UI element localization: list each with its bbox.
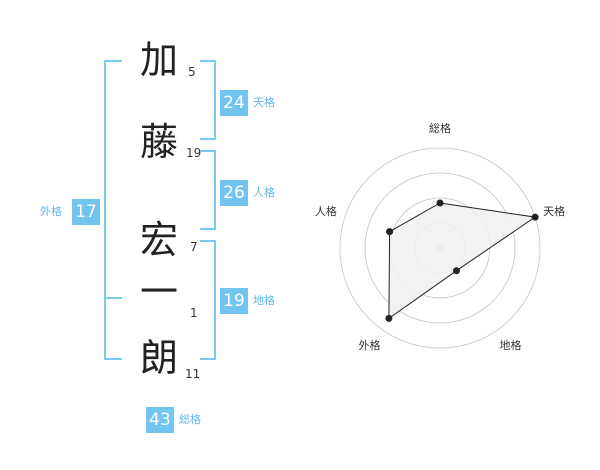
jinkaku-value: 26 bbox=[220, 180, 248, 206]
name-breakdown: 加 5 藤 19 宏 7 一 1 朗 11 24 天格 26 人格 19 地格 … bbox=[40, 38, 275, 433]
radar-axis-label-5: 人格 bbox=[315, 204, 337, 218]
name-char-1: 加 bbox=[140, 38, 179, 82]
radar-ring-4 bbox=[339, 147, 541, 349]
radar-ring-3 bbox=[364, 172, 516, 324]
gaikaku-label: 外格 bbox=[40, 205, 62, 218]
name-char-3: 宏 bbox=[140, 218, 179, 262]
stroke-count-4: 1 bbox=[190, 306, 198, 320]
stroke-count-1: 5 bbox=[188, 65, 196, 79]
radar-axis-label-2: 天格 bbox=[543, 204, 565, 218]
radar-points bbox=[385, 199, 539, 322]
tenkaku-label: 天格 bbox=[253, 96, 275, 109]
radar-axis-label-4: 外格 bbox=[359, 338, 381, 352]
tenkaku-value: 24 bbox=[220, 90, 248, 116]
gaikaku-bracket-split bbox=[104, 297, 122, 299]
gaikaku-value: 17 bbox=[72, 199, 100, 225]
radar-point-2 bbox=[531, 213, 539, 221]
radar-point-4 bbox=[385, 314, 393, 322]
radar-area bbox=[388, 202, 537, 320]
gaikaku-bracket bbox=[104, 60, 122, 360]
soukaku-value: 43 bbox=[146, 407, 174, 433]
chikaku-label: 地格 bbox=[253, 294, 275, 307]
radar-point-5 bbox=[386, 228, 394, 236]
soukaku-label: 総格 bbox=[179, 413, 201, 426]
tenkaku-bracket bbox=[200, 60, 216, 140]
radar-point-1 bbox=[436, 199, 444, 207]
chikaku-bracket bbox=[200, 240, 216, 360]
stroke-count-2: 19 bbox=[186, 146, 202, 160]
name-char-4: 一 bbox=[140, 270, 179, 314]
jinkaku-label: 人格 bbox=[253, 186, 275, 199]
stroke-count-5: 11 bbox=[185, 367, 201, 381]
jinkaku-bracket bbox=[200, 150, 216, 230]
name-char-5: 朗 bbox=[140, 336, 179, 380]
chikaku-value: 19 bbox=[220, 288, 248, 314]
radar-point-3 bbox=[453, 267, 460, 275]
radar-axis-label-1: 総格 bbox=[429, 121, 451, 135]
name-char-2: 藤 bbox=[140, 120, 179, 164]
radar-axis-label-3: 地格 bbox=[500, 338, 522, 352]
stroke-count-3: 7 bbox=[190, 240, 198, 254]
